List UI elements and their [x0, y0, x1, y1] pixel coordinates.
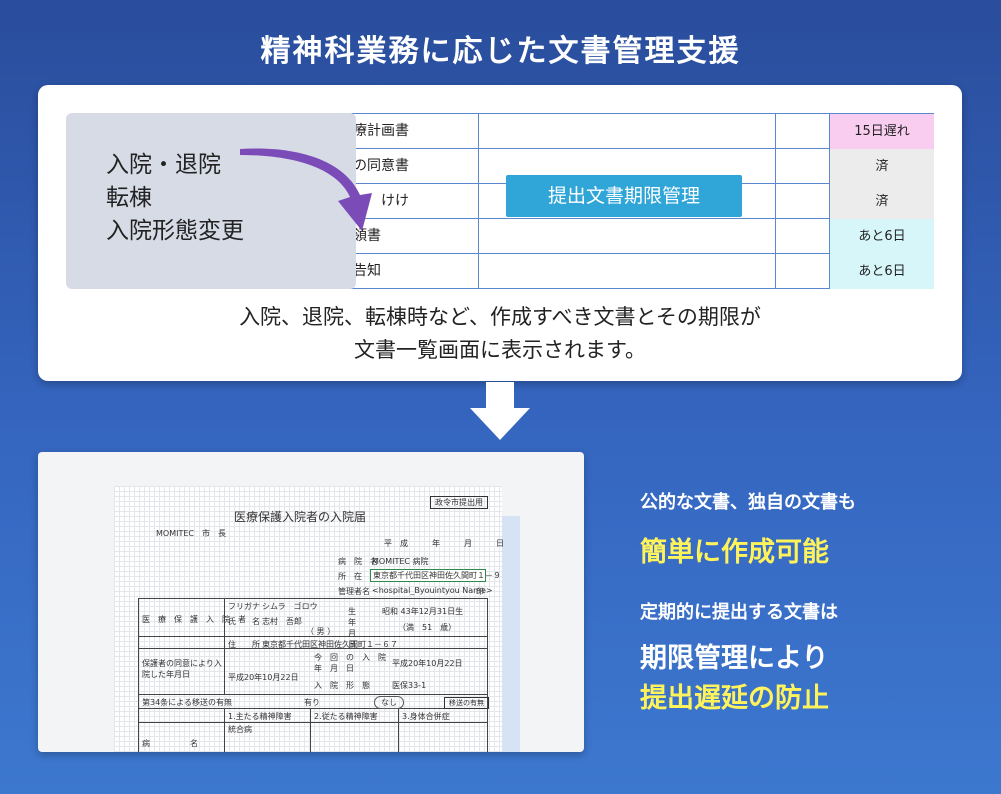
feature-1-subtitle: 公的な文書、独自の文書も [640, 492, 856, 513]
description-line: 文書一覧画面に表示されます。 [354, 338, 646, 362]
manager-label: 管理者名 [338, 587, 370, 596]
form-badge: 政令市提出用 [430, 496, 488, 509]
admission-form: 政令市提出用 医療保護入院者の入院届 MOMITEC 市 長 平 成 年 月 日… [114, 486, 504, 752]
manager-value: <hospital_Byouintyou Name> [372, 586, 493, 595]
table-cell [479, 149, 776, 184]
birth-value: 昭和 43年12月31日生 [382, 607, 464, 616]
divider [138, 648, 488, 649]
table-cell [479, 184, 776, 219]
event-list: 入院・退院 転棟 入院形態変更 [106, 149, 244, 248]
table-row[interactable]: 告知受領書 あと6日 [305, 219, 934, 254]
deadline-management-label: 提出文書期限管理 [506, 175, 742, 217]
address-field[interactable]: 東京都千代田区神田佐久間町１－９ [370, 569, 501, 582]
table-cell [479, 114, 776, 149]
feature-2-title: 期限管理により [640, 643, 829, 674]
event-admission-discharge: 入院・退院 [106, 152, 221, 178]
transfer-yes[interactable]: 有り [304, 698, 320, 707]
name-label: 氏 名 [228, 617, 260, 626]
seal-mark: 印 [476, 587, 484, 596]
table-row[interactable]: 入院の告知 あと6日 [305, 254, 934, 289]
document-list-panel: 入院治療計画書 15日遅れ 保護者の同意書 済 けけ 済 告知受領書 あと6日 … [38, 85, 962, 381]
feature-2-highlight: 提出遅延の防止 [640, 683, 829, 714]
feature-2-subtitle: 定期的に提出する文書は [640, 602, 838, 623]
form-addressee: MOMITEC 市 長 [156, 529, 226, 538]
residence-label: 住 所 [228, 640, 260, 649]
hospital-value: MOMITEC 病院 [372, 557, 429, 566]
transfer-button[interactable]: 移送の有無 [444, 697, 489, 709]
table-cell [479, 254, 776, 289]
scrollbar[interactable] [502, 516, 520, 752]
status-badge: 済 [830, 184, 934, 219]
table-row[interactable]: 入院治療計画書 15日遅れ [305, 114, 934, 149]
curved-arrow-icon [240, 148, 372, 231]
furigana-value: シムラ ゴロウ [262, 602, 318, 611]
guardian-value: 平成20年10月22日 [228, 673, 299, 682]
current-admission-value: 平成20年10月22日 [392, 659, 463, 668]
current-admission-label: 今 回 の 入 院 年 月 日 [314, 653, 394, 673]
furigana-label: フリガナ [228, 602, 260, 611]
divider [224, 598, 225, 694]
status-badge: あと6日 [830, 254, 934, 289]
address-label: 所 在 地 [338, 572, 378, 581]
event-box: 入院・退院 転棟 入院形態変更 [66, 113, 356, 289]
residence-value: 東京都千代田区神田佐久間町１－６７ [262, 640, 398, 649]
table-cell [776, 184, 830, 219]
page-title: 精神科業務に応じた文書管理支援 [260, 34, 741, 69]
status-badge: 済 [830, 149, 934, 184]
description-line: 入院、退院、転棟時など、作成すべき文書とその期限が [239, 305, 761, 329]
diagnosis-primary-value: 統合病 [228, 725, 252, 734]
divider [224, 708, 225, 752]
divider [487, 598, 488, 752]
name-value: 志村 吾郎 [262, 617, 302, 626]
table-cell [776, 219, 830, 254]
divider [138, 708, 488, 709]
divider [138, 598, 488, 599]
down-arrow-icon [470, 382, 530, 440]
event-transfer: 転棟 [106, 185, 152, 211]
table-cell [479, 219, 776, 254]
form-screenshot: 政令市提出用 医療保護入院者の入院届 MOMITEC 市 長 平 成 年 月 日… [38, 452, 584, 752]
age-value: （満 51 歳） [398, 623, 457, 632]
divider [398, 708, 399, 752]
form-type-value: 医保33-1 [392, 681, 427, 690]
patient-section-label: 医 療 保 護 入 院 者 [142, 615, 246, 624]
table-row[interactable]: けけ 済 [305, 184, 934, 219]
form-type-label: 入 院 形 態 [314, 681, 370, 690]
physical-complication-label: 3.身体合併症 [402, 712, 450, 721]
event-admission-type-change: 入院形態変更 [106, 218, 244, 244]
status-badge: あと6日 [830, 219, 934, 254]
divider [138, 636, 488, 637]
feature-1-title: 簡単に作成可能 [640, 537, 829, 568]
divider [138, 722, 488, 723]
hospital-label: 病 院 名 [338, 557, 378, 566]
sex-value: （ 男 ） [306, 627, 336, 636]
diagnosis-secondary-label: 2.従たる精神障害 [314, 712, 378, 721]
table-cell [776, 149, 830, 184]
form-date: 平 成 年 月 日 [384, 539, 504, 548]
document-name: けけ [305, 184, 479, 219]
transfer-label: 第34条による移送の有無 [142, 698, 232, 707]
description: 入院、退院、転棟時など、作成すべき文書とその期限が 文書一覧画面に表示されます。 [38, 301, 962, 367]
disease-label: 病 名 [142, 739, 198, 748]
divider [138, 694, 488, 695]
divider [310, 708, 311, 752]
form-title: 医療保護入院者の入院届 [234, 510, 367, 524]
transfer-no-option[interactable]: なし [374, 696, 404, 709]
status-badge: 15日遅れ [830, 114, 934, 149]
guardian-label: 保護者の同意により入院した年月日 [142, 659, 222, 679]
birth-label: 生 年 月 日 [348, 607, 364, 649]
diagnosis-primary-label: 1.主たる精神障害 [228, 712, 292, 721]
table-cell [776, 254, 830, 289]
table-cell [776, 114, 830, 149]
divider [138, 598, 139, 752]
